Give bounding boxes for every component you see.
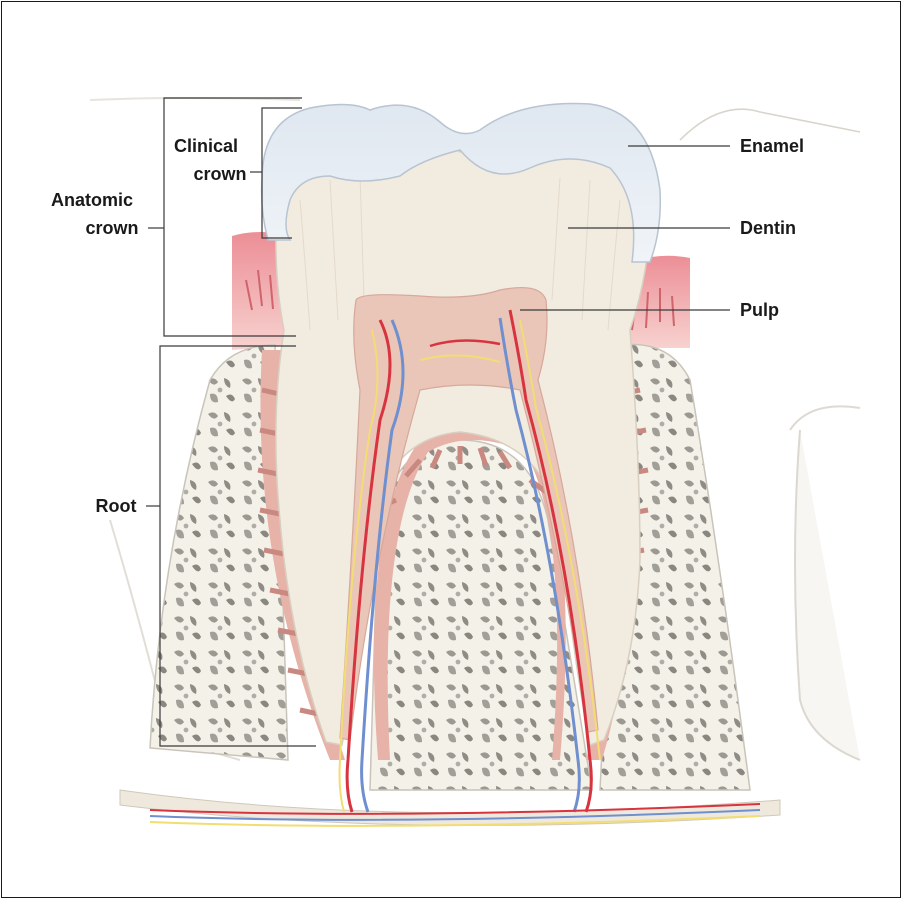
label-clinical-crown-line2: crown: [193, 164, 246, 184]
label-enamel: Enamel: [740, 136, 804, 156]
label-pulp: Pulp: [740, 300, 779, 320]
label-anatomic-crown-line1: Anatomic: [51, 190, 133, 210]
label-anatomic-crown-line2: crown: [85, 218, 138, 238]
label-clinical-crown-line1: Clinical: [174, 136, 238, 156]
label-root: Root: [96, 496, 137, 516]
label-dentin: Dentin: [740, 218, 796, 238]
